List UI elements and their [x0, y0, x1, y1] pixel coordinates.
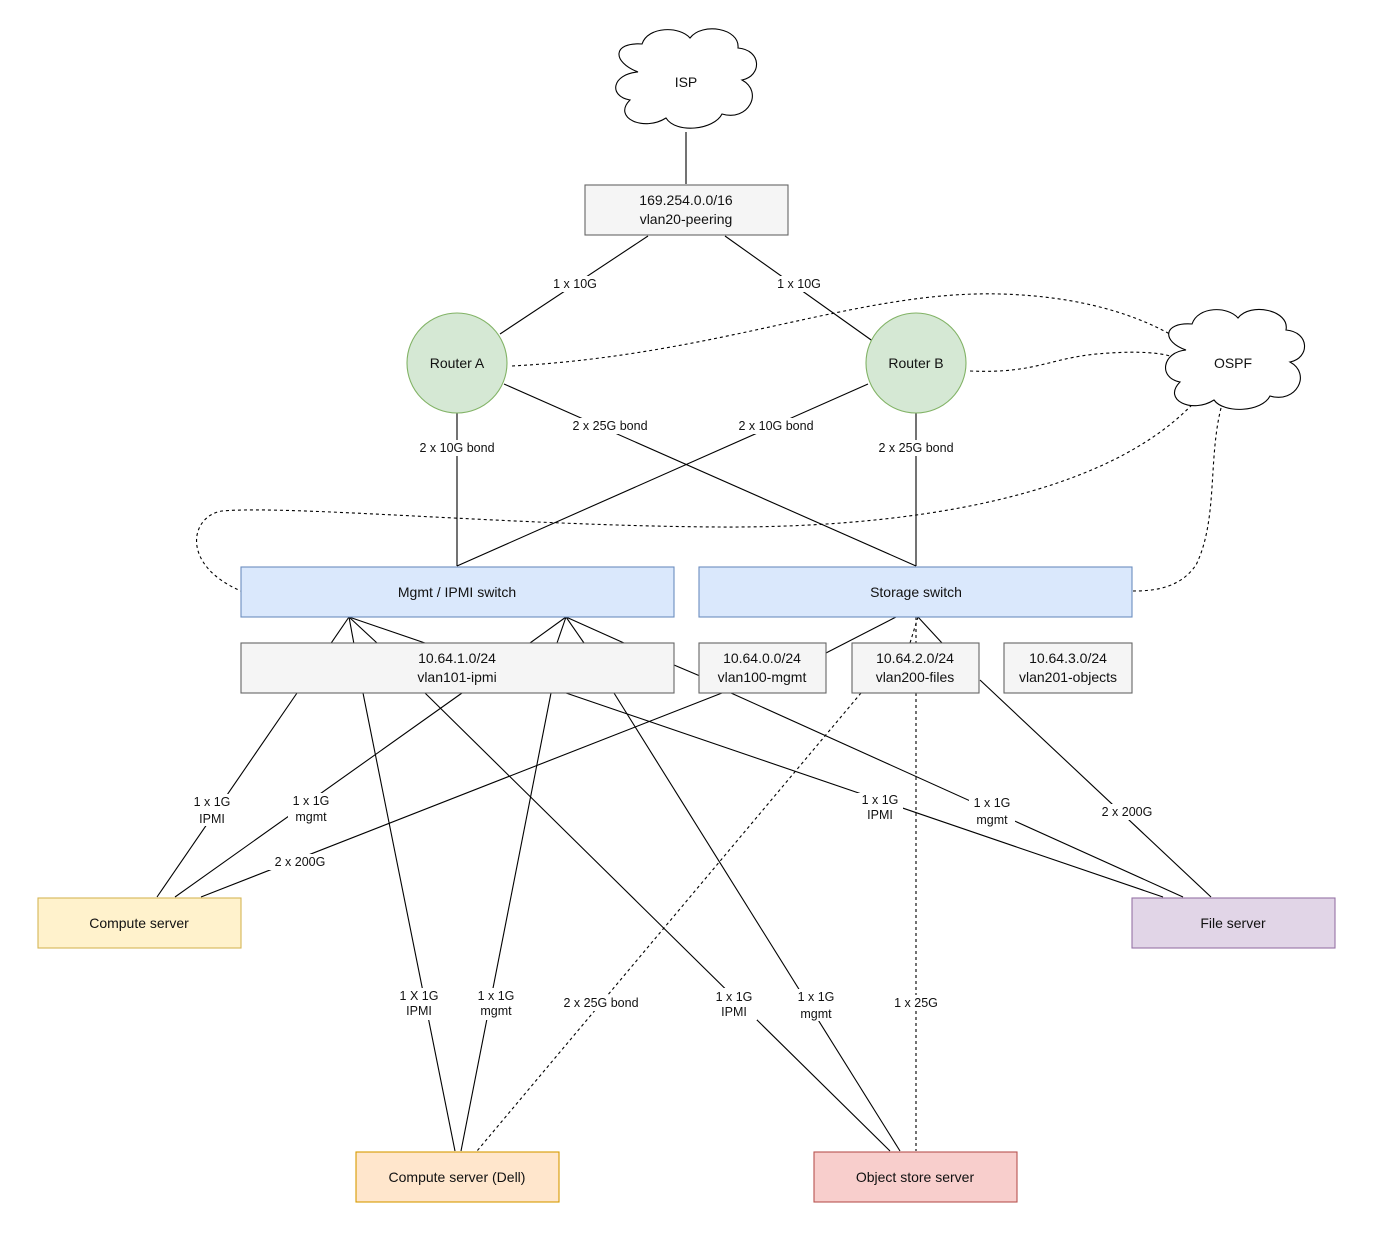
edges [156, 132, 1222, 1152]
isp-label: ISP [675, 74, 698, 90]
compute-server[interactable]: Compute server [37, 897, 242, 949]
link-label-dell-storage: 2 x 25G bond [563, 996, 638, 1010]
peering-subnet-box[interactable]: 169.254.0.0/16 vlan20-peering [584, 184, 789, 236]
edge-object-ipmi [424, 692, 891, 1152]
vlan100-cidr: 10.64.0.0/24 [723, 650, 801, 666]
router-a[interactable]: Router A [406, 312, 508, 414]
link-label-compute-ipmi-speed: 1 x 1G [194, 795, 231, 809]
edge-file-storage [979, 679, 1212, 898]
edge-labels: 1 x 10G 1 x 10G 2 x 10G bond 2 x 25G bon… [190, 276, 1159, 1021]
router-a-label: Router A [430, 355, 485, 371]
edge-ospf-mgmt-switch [196, 395, 1201, 592]
link-label-router-b-storage: 2 x 25G bond [878, 441, 953, 455]
peering-subnet-cidr: 169.254.0.0/16 [639, 192, 733, 208]
vlan100-name: vlan100-mgmt [718, 669, 807, 685]
peering-subnet-vlan: vlan20-peering [640, 211, 733, 227]
edge-dell-storage [476, 692, 862, 1152]
edge-ospf-router-b [969, 351, 1171, 372]
vlan200-box[interactable]: 10.64.2.0/24 vlan200-files [851, 642, 980, 694]
isp-cloud[interactable]: ISP [615, 28, 758, 129]
vlan201-name: vlan201-objects [1019, 669, 1117, 685]
edge-storage-file-a [917, 616, 943, 644]
compute-server-dell[interactable]: Compute server (Dell) [355, 1151, 560, 1203]
edge-router-b-mgmt [456, 383, 869, 567]
link-label-file-ipmi-type: IPMI [867, 808, 893, 822]
link-label-dell-mgmt-speed: 1 x 1G [478, 989, 515, 1003]
storage-switch-label: Storage switch [870, 584, 962, 600]
link-label-object-ipmi-speed: 1 x 1G [716, 990, 753, 1004]
edge-storage-dell-a [909, 616, 919, 644]
vlan200-name: vlan200-files [876, 669, 955, 685]
link-label-dell-mgmt-type: mgmt [480, 1004, 512, 1018]
router-b-label: Router B [888, 355, 943, 371]
link-label-file-mgmt-type: mgmt [976, 813, 1008, 827]
edge-ospf-router-a [511, 293, 1181, 367]
link-label-file-storage: 2 x 200G [1102, 805, 1153, 819]
edge-dell-ipmi [362, 692, 456, 1152]
edge-mgmt-object-a [565, 616, 585, 644]
link-label-router-a-mgmt: 2 x 10G bond [419, 441, 494, 455]
link-label-file-ipmi-speed: 1 x 1G [862, 793, 899, 807]
link-label-object-ipmi-type: IPMI [721, 1005, 747, 1019]
link-label-router-b-mgmt: 2 x 10G bond [738, 419, 813, 433]
link-label-compute-storage: 2 x 200G [275, 855, 326, 869]
ospf-label: OSPF [1214, 355, 1252, 371]
edge-ipmi-file-a [348, 616, 426, 644]
storage-switch[interactable]: Storage switch [698, 566, 1133, 618]
link-label-object-mgmt-speed: 1 x 1G [798, 990, 835, 1004]
link-label-dell-ipmi-speed: 1 X 1G [400, 989, 439, 1003]
edge-router-a-storage [503, 383, 917, 567]
vlan100-box[interactable]: 10.64.0.0/24 vlan100-mgmt [698, 642, 827, 694]
mgmt-ipmi-switch[interactable]: Mgmt / IPMI switch [240, 566, 675, 618]
edge-mgmt-compute-a [529, 616, 567, 644]
edge-ospf-storage-switch [1132, 407, 1222, 592]
edge-storage-compute-a [825, 616, 897, 654]
file-server-label: File server [1200, 915, 1266, 931]
vlan101-box[interactable]: 10.64.1.0/24 vlan101-ipmi [240, 642, 675, 694]
link-label-peer-router-a: 1 x 10G [553, 277, 597, 291]
edge-mgmt-dell-a [556, 616, 567, 644]
edge-dell-mgmt [460, 692, 552, 1152]
link-label-object-mgmt-type: mgmt [800, 1007, 832, 1021]
link-label-object-storage: 1 x 25G [894, 996, 938, 1010]
link-label-file-mgmt-speed: 1 x 1G [974, 796, 1011, 810]
compute-server-label: Compute server [89, 915, 189, 931]
edge-mgmt-file-b [673, 664, 701, 677]
link-label-router-a-storage: 2 x 25G bond [572, 419, 647, 433]
edge-ipmi-object-a [348, 616, 378, 644]
link-label-compute-mgmt-type: mgmt [295, 810, 327, 824]
vlan201-box[interactable]: 10.64.3.0/24 vlan201-objects [1003, 642, 1133, 694]
router-b[interactable]: Router B [865, 312, 967, 414]
edge-mgmt-file-a [565, 616, 625, 644]
link-label-dell-ipmi-type: IPMI [406, 1004, 432, 1018]
object-store-server[interactable]: Object store server [813, 1151, 1018, 1203]
vlan101-name: vlan101-ipmi [417, 669, 496, 685]
link-label-compute-ipmi-type: IPMI [199, 812, 225, 826]
compute-dell-label: Compute server (Dell) [389, 1169, 526, 1185]
file-server[interactable]: File server [1131, 897, 1336, 949]
object-store-label: Object store server [856, 1169, 975, 1185]
vlan201-cidr: 10.64.3.0/24 [1029, 650, 1107, 666]
vlan200-cidr: 10.64.2.0/24 [876, 650, 954, 666]
mgmt-switch-label: Mgmt / IPMI switch [398, 584, 516, 600]
link-label-compute-mgmt-speed: 1 x 1G [293, 794, 330, 808]
ospf-cloud[interactable]: OSPF [1165, 309, 1306, 410]
edge-file-mgmt [730, 692, 1184, 898]
edge-object-mgmt [613, 692, 901, 1152]
link-label-peer-router-b: 1 x 10G [777, 277, 821, 291]
vlan101-cidr: 10.64.1.0/24 [418, 650, 496, 666]
